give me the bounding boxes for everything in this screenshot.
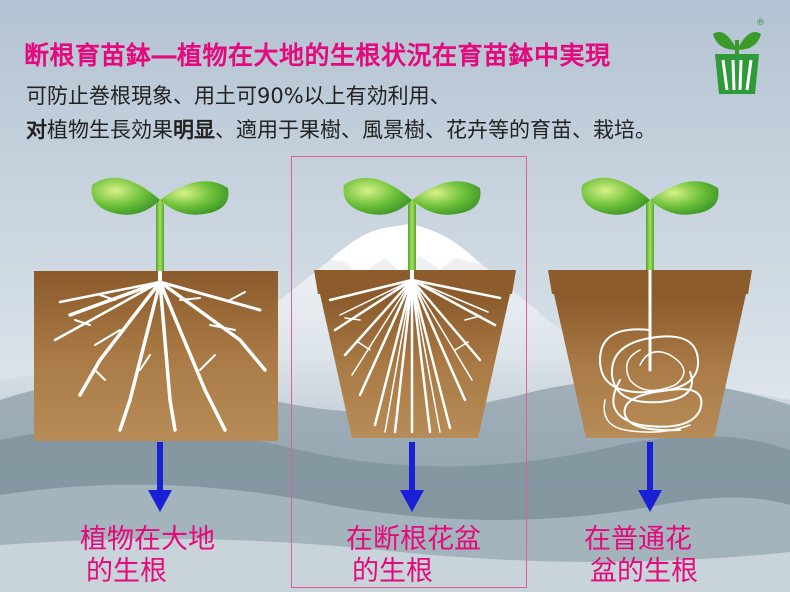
leaf-right: [412, 181, 481, 215]
pot-dense-roots: [328, 268, 502, 434]
description-line-2: 可防止巻根現象、用土可90%以上有効利用、: [26, 84, 451, 108]
brand-logo: ®: [711, 18, 765, 96]
headline: 断根育苗鉢―植物在大地的生根状況在育苗鉢中実現: [24, 41, 611, 70]
pot-coiled-roots: [598, 268, 703, 433]
stem: [646, 200, 654, 270]
mountain-snow: [330, 224, 480, 275]
description-line-3: 对植物生長効果明显、適用于果樹、風景樹、花卉等的育苗、栽培。: [26, 114, 656, 144]
down-arrow-1: [148, 442, 172, 512]
leaf-left: [91, 177, 160, 215]
leaf-left: [581, 177, 650, 215]
caption-line: 植物在大地: [80, 524, 215, 555]
line3-part-a: 植物生長効果: [47, 118, 173, 142]
caption-line: 的生根: [86, 556, 167, 587]
panel-1-art: [34, 177, 278, 441]
caption-line: 在普通花: [584, 524, 692, 555]
caption-line: 盆的生根: [590, 556, 698, 587]
leaf-left: [343, 177, 412, 215]
down-arrow-2: [400, 442, 424, 512]
line3-part-b: 、適用于果樹、風景樹、花卉等的育苗、栽培。: [215, 118, 656, 142]
stem: [408, 200, 416, 270]
ground-roots: [53, 269, 267, 432]
panel-2-art: [314, 177, 516, 438]
panel-3-art: [548, 177, 752, 438]
ground-bottom: [0, 538, 790, 592]
registered-mark: ®: [756, 18, 765, 28]
caption-panel-3: 在普通花 盆的生根: [584, 524, 698, 588]
caption-panel-1: 植物在大地 的生根: [80, 524, 215, 588]
stem: [156, 200, 164, 271]
caption-panel-2: 在断根花盆 的生根: [346, 524, 481, 588]
down-arrow-3: [638, 442, 662, 512]
caption-line: 在断根花盆: [346, 524, 481, 555]
bold-prefix: 对: [26, 118, 47, 142]
caption-line: 的生根: [352, 556, 433, 587]
bold-emphasis: 明显: [173, 118, 215, 142]
highlight-frame: [291, 156, 527, 588]
leaf-right: [160, 181, 229, 215]
leaf-right: [650, 181, 719, 215]
